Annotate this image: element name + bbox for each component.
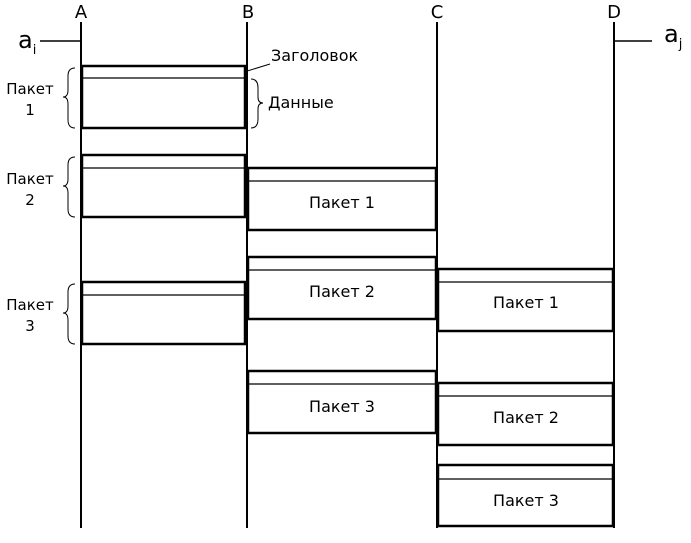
packet-number: 2 — [25, 191, 35, 209]
node-label-d: D — [607, 2, 621, 23]
source-endpoint: ai — [18, 26, 81, 58]
bc-packet-3: Пакет 3 — [246, 369, 438, 435]
packet-number: 3 — [25, 317, 35, 335]
header-pointer-line — [243, 63, 271, 73]
source-endpoint-label: ai — [18, 26, 36, 58]
cd-packet-3: Пакет 3 — [436, 463, 615, 528]
cd-packet-1-label: Пакет 1 — [493, 293, 559, 312]
cd-packet-2: Пакет 2 — [436, 381, 615, 447]
left-brace-icon — [62, 283, 76, 345]
packet-word: Пакет — [6, 170, 54, 188]
right-brace-icon — [250, 78, 264, 129]
cd-packet-1: Пакет 1 — [436, 267, 615, 333]
cd-packet-3-label: Пакет 3 — [493, 491, 559, 510]
node-label-b: B — [242, 2, 254, 23]
bc-packet-1: Пакет 1 — [246, 166, 438, 232]
bc-packet-2: Пакет 2 — [246, 255, 438, 321]
source-packet-2 — [80, 153, 247, 219]
source-packet-3 — [80, 280, 247, 346]
data-annotation: Данные — [250, 78, 334, 129]
left-brace-icon — [62, 156, 76, 218]
bc-packet-3-label: Пакет 3 — [309, 397, 375, 416]
packet-word: Пакет — [6, 80, 54, 98]
header-annotation-label: Заголовок — [271, 46, 358, 65]
data-annotation-label: Данные — [268, 93, 334, 112]
header-annotation: Заголовок — [243, 46, 358, 73]
source-packet-label-3: Пакет 3 — [6, 283, 76, 345]
packet-word: Пакет — [6, 296, 54, 314]
source-packet-label-2: Пакет 2 — [6, 156, 76, 218]
source-packet-1 — [80, 64, 247, 130]
bc-packet-2-label: Пакет 2 — [309, 282, 375, 301]
node-label-c: C — [431, 2, 444, 23]
dest-endpoint: aj — [614, 20, 682, 52]
cd-packet-2-label: Пакет 2 — [493, 408, 559, 427]
bc-packet-1-label: Пакет 1 — [309, 193, 375, 212]
dest-endpoint-label: aj — [664, 20, 682, 52]
node-label-a: A — [75, 2, 88, 23]
left-brace-icon — [62, 67, 76, 129]
packet-number: 1 — [25, 101, 35, 119]
source-packet-label-1: Пакет 1 — [6, 67, 76, 129]
